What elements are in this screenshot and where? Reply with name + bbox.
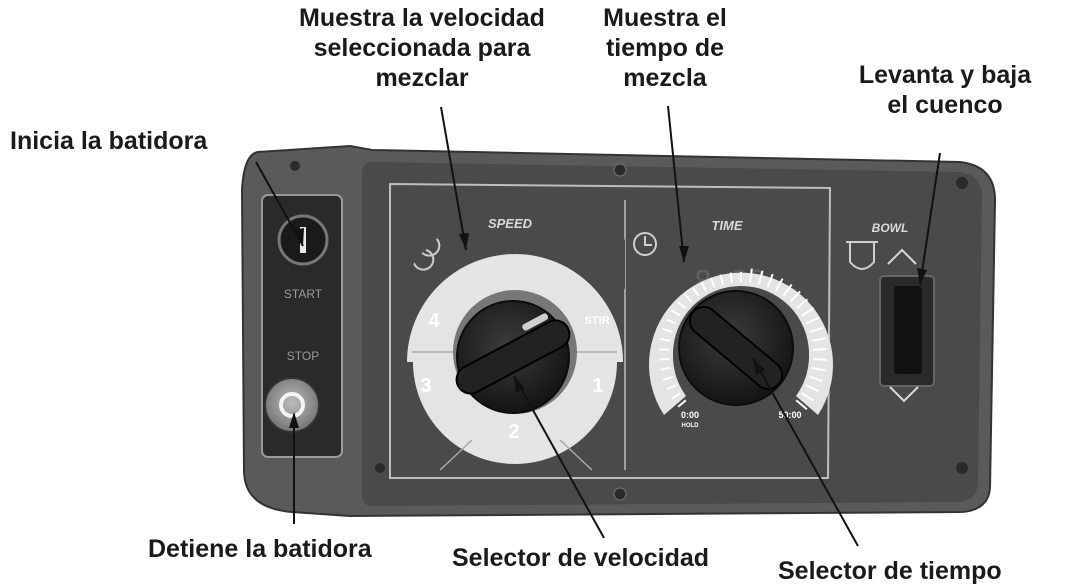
time-tick [809,375,823,383]
time-tick [677,399,687,408]
time-tick [801,307,815,317]
time-tick [719,274,725,285]
stir-label: STIR [584,315,609,327]
time-tick [660,366,671,371]
speed-callout-line: mezclar [375,64,469,92]
time-tick [766,273,774,288]
bowl-callout-line: el cuenco [887,91,1003,119]
time-tick [659,348,670,351]
time-tick [757,270,764,285]
callout-line-bowl [919,152,941,286]
arrowhead [753,358,765,375]
speed-callout: Muestra la velocidad seleccionada para m… [272,3,572,93]
time-tick [662,328,673,333]
time-callout-line: mezcla [623,64,707,92]
arrowhead [679,246,689,262]
stop-button[interactable] [264,377,320,433]
speed-selector-knob[interactable] [452,300,575,414]
arrowhead [917,268,927,285]
time-tick [691,287,700,297]
speed-number-2: 2 [508,421,519,443]
speed-title: SPEED [488,216,533,231]
time-tick [677,301,687,310]
bowl-callout: Levanta y baja el cuenco [840,60,1050,120]
time-tick [684,293,693,303]
speed-number-4: 4 [428,310,440,332]
time-tick [789,290,801,303]
time-tick [805,384,820,393]
time-tick [666,318,677,325]
callout-line-time [667,105,685,263]
clock-icon [633,232,657,256]
time-tick [811,366,826,372]
clock-hands [644,236,652,246]
time-selector-knob[interactable] [678,290,794,406]
time-tick [795,298,809,310]
time-hold-label: HOLD [682,423,700,429]
time-tick [812,357,827,361]
time-min-label: 0:00 [681,410,699,420]
time-tick [809,326,824,333]
speed-selector-callout: Selector de velocidad [452,544,710,572]
time-scale-ticks [659,268,827,411]
start-label: START [284,287,323,301]
speed-number-1: 1 [592,375,603,397]
time-callout-line: Muestra el [603,4,727,32]
time-tick [666,384,677,391]
start-callout: Inicia la batidora [10,127,208,155]
time-tick [709,277,716,288]
callout-line-speed [440,106,467,251]
time-tick [795,399,808,411]
time-tick [782,283,793,297]
screw [290,161,300,171]
bowl-switch-rocker [894,286,922,374]
chevron-down-icon [889,386,919,403]
arrowhead [514,376,525,393]
time-tick [800,392,814,402]
time-max-label: 50:00 [778,410,801,420]
time-callout-line: tiempo de [605,34,725,62]
time-tick [729,272,733,283]
arrowhead [459,233,469,250]
speed-callout-line: seleccionada para [313,34,531,62]
arrowhead [294,228,304,246]
time-tick [812,348,827,351]
speed-callout-line: Muestra la velocidad [299,4,545,32]
stop-callout: Detiene la batidora [148,535,372,563]
time-tick [700,281,708,292]
screw [613,163,627,177]
stop-label: STOP [287,349,319,363]
time-title: TIME [711,218,742,233]
screw [613,487,627,501]
bowl-icon [846,241,878,270]
time-selector-callout: Selector de tiempo [778,557,1002,585]
control-frame [389,182,832,479]
arrowhead [289,412,299,428]
time-tick [662,375,673,381]
bowl-callout-line: Levanta y baja [858,61,1032,89]
time-tick [671,309,681,317]
chevron-up-icon [887,248,917,265]
time-tick [660,337,671,342]
time-tick [671,392,682,400]
time-tick [749,268,753,283]
time-tick [811,337,826,342]
time-tick [805,316,820,325]
time-tick [659,357,670,361]
bowl-title: BOWL [872,221,909,235]
time-callout: Muestra el tiempo de mezcla [575,3,755,93]
screw [956,177,968,189]
time-tick [774,278,784,292]
stop-circle-icon [279,392,305,418]
speed-number-3: 3 [420,375,431,397]
screw [956,462,968,474]
callout-line-speed-selector [513,375,605,539]
callout-line-time-selector [752,357,859,547]
screw [375,463,385,473]
